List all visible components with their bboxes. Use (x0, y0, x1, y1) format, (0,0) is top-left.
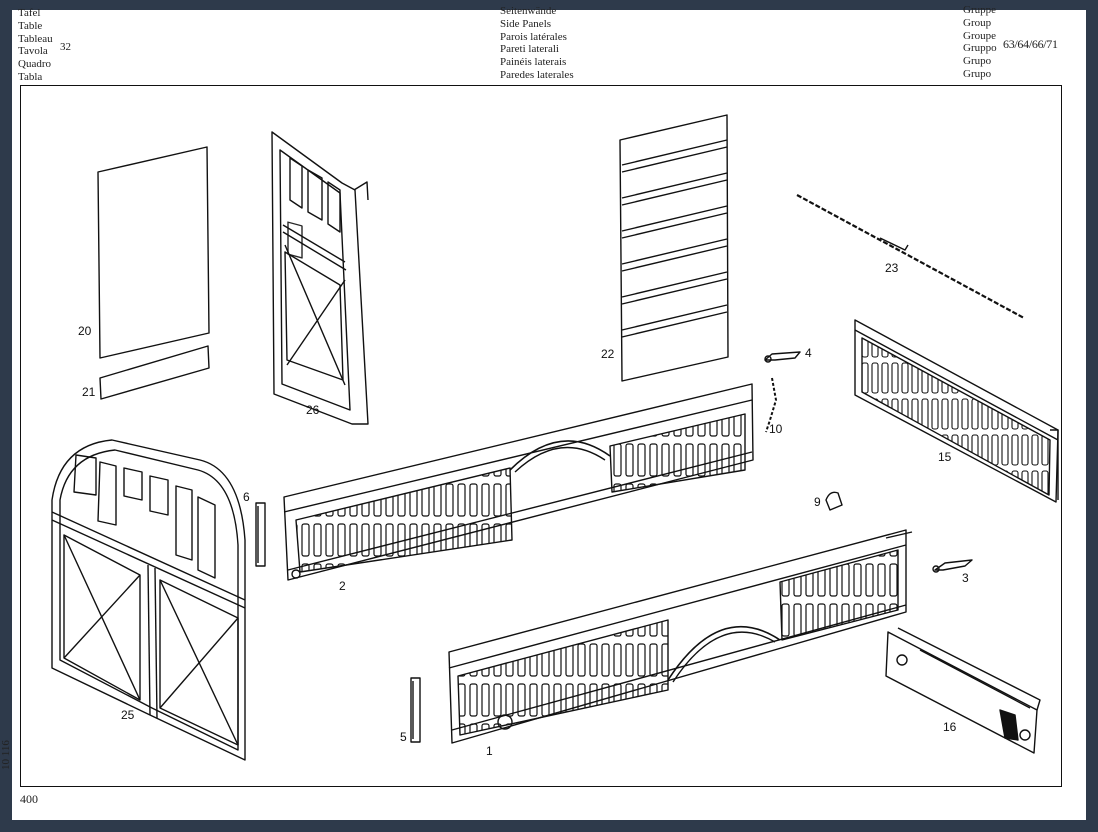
label-16: 16 (943, 720, 957, 734)
header-line: Quadro (18, 58, 51, 71)
part-25-double-panel (51, 439, 246, 761)
part-3-hook (932, 559, 973, 573)
label-20: 20 (78, 324, 92, 338)
page-number: 400 (20, 792, 38, 806)
part-10-chain (765, 377, 777, 433)
label-2: 2 (339, 579, 346, 593)
part-labels: 20 21 26 22 23 4 10 15 6 2 9 3 25 5 1 16 (78, 261, 969, 758)
label-10: 10 (769, 422, 783, 436)
group-line: Group (963, 16, 992, 29)
side-code: 10 116 (0, 740, 12, 770)
title-line: Side Panels (500, 17, 552, 30)
label-1: 1 (486, 744, 493, 758)
part-15-tailgate (854, 319, 1059, 503)
label-5: 5 (400, 730, 407, 744)
header-line: Tableau (18, 32, 53, 45)
label-25: 25 (121, 708, 135, 722)
group-line: Groupe (963, 29, 996, 42)
label-9: 9 (814, 495, 821, 509)
label-15: 15 (938, 450, 952, 464)
header-line: Tavola (18, 45, 48, 58)
title-line: Pareti laterali (500, 43, 559, 56)
part-5-post (410, 677, 421, 743)
title-line: Seitenwände (500, 5, 557, 17)
group-number: 63/64/66/71 (1003, 37, 1058, 51)
label-4: 4 (805, 346, 812, 360)
group-line: Grupo (963, 67, 992, 80)
part-2-side-wall (283, 383, 754, 581)
part-6-post (255, 502, 266, 567)
header-line: Table (18, 19, 43, 32)
group-label-block: Gruppe Group Groupe Gruppo Grupo Grupo (963, 4, 997, 81)
table-number: 32 (60, 41, 71, 53)
part-1-side-wall (448, 529, 913, 744)
header-line: Tabla (18, 70, 43, 83)
group-line: Gruppe (963, 4, 996, 16)
label-26: 26 (306, 403, 320, 417)
label-22: 22 (601, 347, 615, 361)
group-line: Gruppo (963, 42, 997, 55)
part-23-chain (796, 194, 1025, 319)
label-3: 3 (962, 571, 969, 585)
group-line: Grupo (963, 55, 992, 68)
part-22-ribbed-panel (619, 114, 729, 382)
part-20-upper-panel (97, 146, 210, 359)
part-4-hook (764, 351, 801, 363)
label-23: 23 (885, 261, 899, 275)
title-line: Parois latérales (500, 30, 567, 43)
part-9-buffer (825, 491, 843, 511)
title-line: Painéis laterais (500, 56, 567, 69)
label-6: 6 (243, 490, 250, 504)
part-21-lower-strip (99, 345, 210, 400)
diagram-frame (20, 85, 1062, 787)
header-line: Tafel (18, 7, 41, 19)
title-line: Paredes laterales (500, 68, 574, 81)
table-label-block: Tafel Table Tableau Tavola Quadro Tabla (18, 7, 53, 84)
section-title-block: Seitenwände Side Panels Parois latérales… (500, 5, 574, 82)
label-21: 21 (82, 385, 96, 399)
part-26-door-panel (271, 131, 369, 425)
part-16-bracket (885, 627, 1041, 754)
